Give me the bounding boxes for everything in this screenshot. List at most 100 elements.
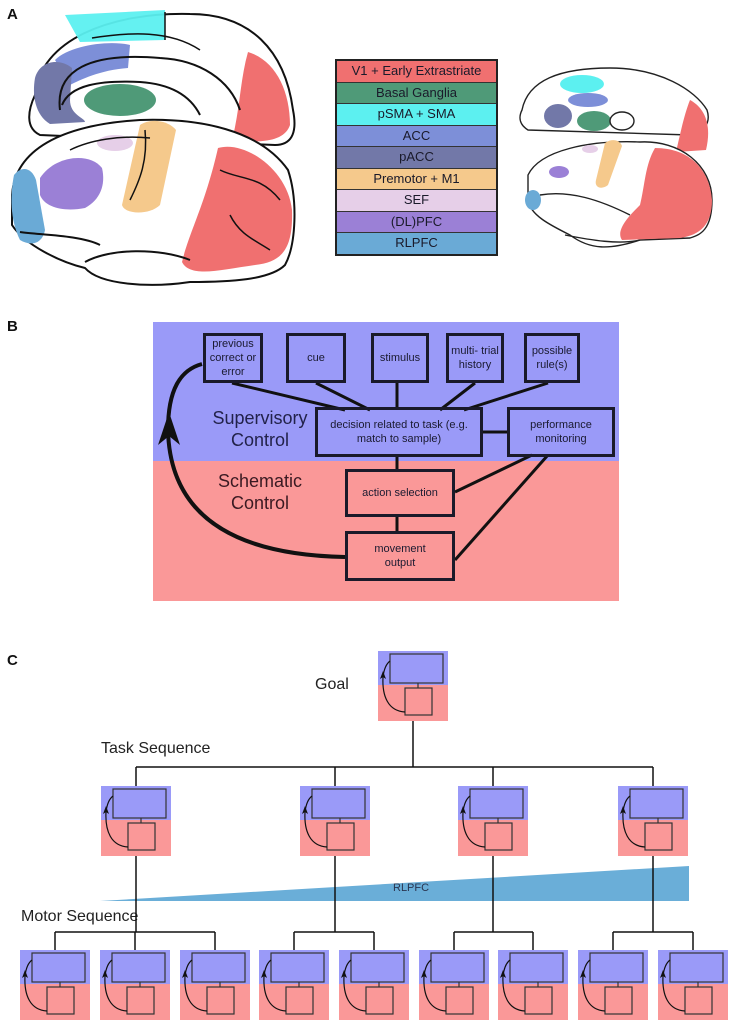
box-previous-correct-or-error: previous correct or error xyxy=(203,333,263,383)
motor-unit-8-arrowhead-icon xyxy=(580,970,586,978)
legend-item-v1: V1 + Early Extrastriate xyxy=(337,61,496,83)
task-unit-2-decision-box xyxy=(311,788,366,819)
legend-item-acc: ACC xyxy=(337,125,496,147)
box-multi-trial-history: multi- trial history xyxy=(446,333,504,383)
motor-unit-9-decision-box xyxy=(669,952,724,983)
task-unit-3-action-box xyxy=(484,822,513,851)
task-unit-1-action-box xyxy=(127,822,156,851)
box-stimulus: stimulus xyxy=(371,333,429,383)
region-legend: V1 + Early Extrastriate Basal Ganglia pS… xyxy=(335,59,498,256)
motor-unit-1-action-box xyxy=(46,986,75,1015)
motor-unit-6-decision-box xyxy=(430,952,485,983)
legend-item-dlpfc: (DL)PFC xyxy=(337,211,496,233)
task-unit-2-action-box xyxy=(326,822,355,851)
goal-unit-decision-box xyxy=(389,653,444,684)
box-action-selection: action selection xyxy=(345,469,455,517)
motor-unit-8-decision-box xyxy=(589,952,644,983)
legend-item-premotor-m1: Premotor + M1 xyxy=(337,168,496,190)
motor-unit-7-decision-box xyxy=(509,952,564,983)
human-brain-illustration xyxy=(11,10,713,286)
box-possible-rules: possible rule(s) xyxy=(524,333,580,383)
region-acc-monkey xyxy=(568,93,608,107)
supervisory-control-region xyxy=(153,322,619,461)
supervisory-control-label: Supervisory Control xyxy=(212,408,308,450)
region-sef-monkey xyxy=(582,145,598,153)
motor-unit-4-arrowhead-icon xyxy=(261,970,267,978)
motor-unit-5-action-box xyxy=(365,986,394,1015)
motor-unit-7-action-box xyxy=(524,986,553,1015)
box-performance-monitoring: performance monitoring xyxy=(507,407,615,457)
motor-unit-1-arrowhead-icon xyxy=(22,970,28,978)
panel-c-letter: C xyxy=(7,652,18,669)
region-v1-medial xyxy=(232,52,290,142)
legend-item-rlpfc: RLPFC xyxy=(337,233,496,254)
box-decision: decision related to task (e.g. match to … xyxy=(315,407,483,457)
region-bg-monkey xyxy=(577,111,611,131)
motor-unit-2-decision-box xyxy=(111,952,166,983)
human-brain xyxy=(11,10,296,286)
motor-unit-8-action-box xyxy=(604,986,633,1015)
motor-unit-2-arrowhead-icon xyxy=(102,970,108,978)
motor-unit-4-decision-box xyxy=(270,952,325,983)
motor-unit-5-decision-box xyxy=(350,952,405,983)
motor-unit-6-arrowhead-icon xyxy=(421,970,427,978)
edge-previous-decision xyxy=(231,381,346,412)
task-unit-1-decision-box xyxy=(112,788,167,819)
goal-unit-action-box xyxy=(404,687,433,716)
task-unit-4-arrowhead-icon xyxy=(620,806,626,814)
region-psma-sma-monkey xyxy=(560,75,604,93)
region-pacc-monkey xyxy=(544,104,572,128)
motor-unit-3-action-box xyxy=(206,986,235,1015)
edge-cue-decision xyxy=(315,381,371,412)
region-dlpfc-monkey xyxy=(549,166,569,178)
legend-item-psma-sma: pSMA + SMA xyxy=(337,104,496,126)
region-v1-lateral xyxy=(182,146,293,272)
motor-unit-1-decision-box xyxy=(31,952,86,983)
legend-item-pacc: pACC xyxy=(337,147,496,169)
task-unit-1-arrowhead-icon xyxy=(103,806,109,814)
region-v1-medial-monkey xyxy=(676,100,709,152)
monkey-brain xyxy=(519,67,713,248)
task-sequence-label: Task Sequence xyxy=(101,740,211,757)
panel-a-letter: A xyxy=(7,6,18,23)
motor-unit-9-action-box xyxy=(684,986,713,1015)
region-rlpfc xyxy=(11,168,45,244)
region-premotor-monkey xyxy=(595,140,622,188)
motor-unit-3-arrowhead-icon xyxy=(182,970,188,978)
region-rlpfc-monkey xyxy=(525,190,541,210)
arrowhead-icon xyxy=(158,412,180,445)
region-basal-ganglia xyxy=(84,84,156,116)
motor-unit-5-arrowhead-icon xyxy=(341,970,347,978)
task-unit-4-decision-box xyxy=(629,788,684,819)
legend-item-basal-ganglia: Basal Ganglia xyxy=(337,82,496,104)
region-v1-lateral-monkey xyxy=(620,148,712,240)
region-dlpfc xyxy=(40,157,104,210)
task-unit-2-arrowhead-icon xyxy=(302,806,308,814)
edge-history-decision xyxy=(439,381,476,412)
task-unit-4-action-box xyxy=(644,822,673,851)
goal-label: Goal xyxy=(315,676,349,693)
edge-action-monitoring xyxy=(454,453,533,494)
box-movement-output: movement output xyxy=(345,531,455,581)
panel-b-letter: B xyxy=(7,318,18,335)
rlpfc-gradient-wedge xyxy=(100,866,689,901)
edge-rules-decision xyxy=(463,381,549,412)
edge-movement-monitoring xyxy=(453,454,550,561)
motor-unit-9-arrowhead-icon xyxy=(660,970,666,978)
motor-unit-3-decision-box xyxy=(191,952,246,983)
schematic-control-label: Schematic Control xyxy=(217,471,303,513)
box-cue: cue xyxy=(286,333,346,383)
goal-unit-arrowhead-icon xyxy=(380,671,386,679)
task-unit-3-decision-box xyxy=(469,788,524,819)
rlpfc-gradient-label: RLPFC xyxy=(393,882,430,894)
feedback-loop-arrow xyxy=(165,362,346,559)
motor-unit-4-action-box xyxy=(285,986,314,1015)
motor-sequence-label: Motor Sequence xyxy=(21,908,139,925)
legend-item-sef: SEF xyxy=(337,190,496,212)
task-unit-3-arrowhead-icon xyxy=(460,806,466,814)
region-acc xyxy=(55,43,130,85)
motor-unit-7-arrowhead-icon xyxy=(500,970,506,978)
motor-unit-6-action-box xyxy=(445,986,474,1015)
